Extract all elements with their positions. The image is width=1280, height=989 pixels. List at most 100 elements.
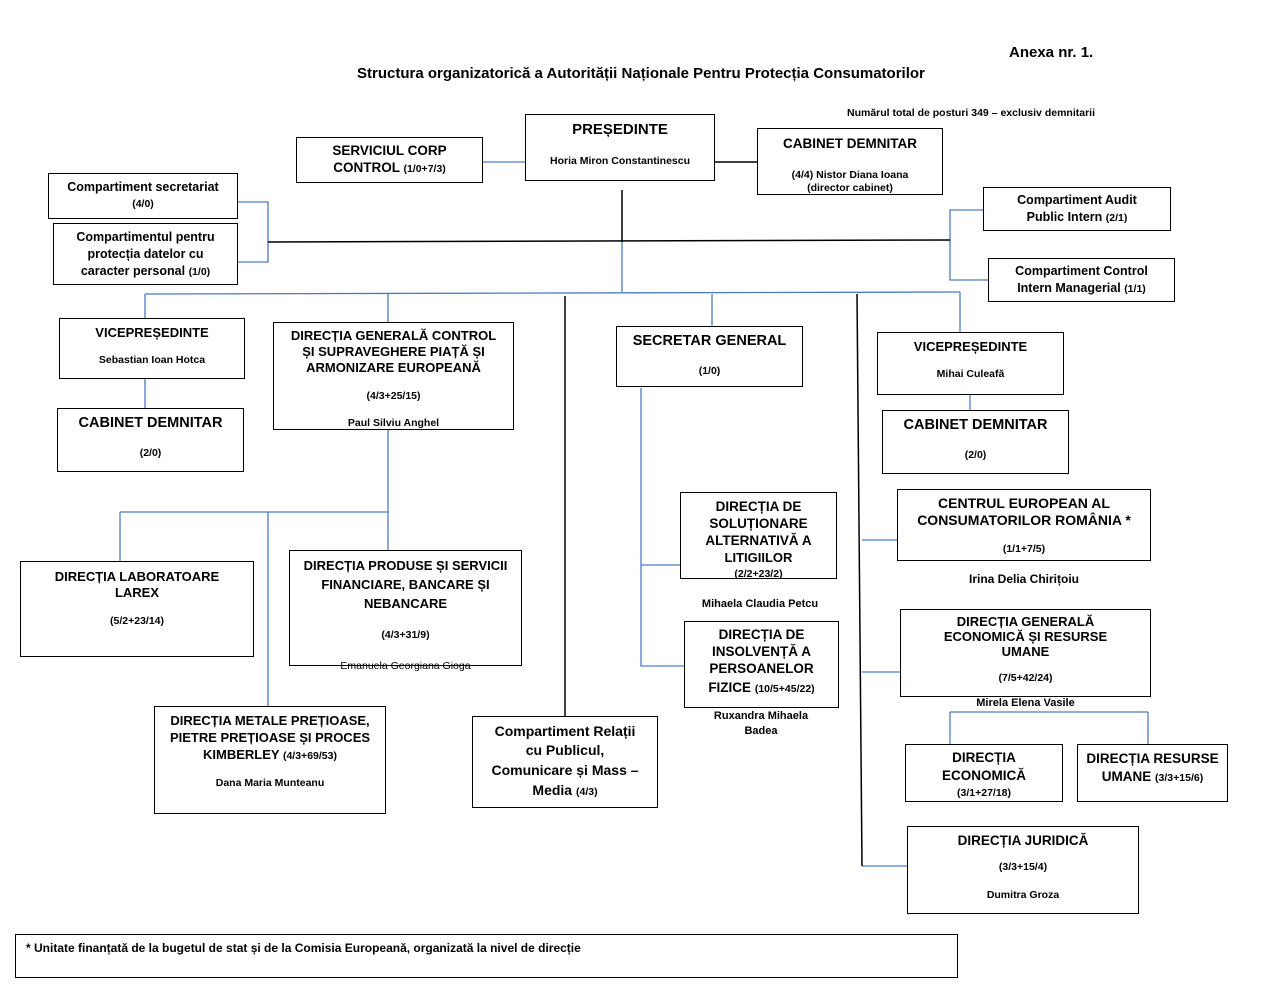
pr-line4: Media bbox=[532, 782, 573, 798]
corp-control-count: (1/0+7/3) bbox=[403, 163, 446, 175]
president-box: PREȘEDINTE Horia Miron Constantinescu bbox=[525, 114, 715, 181]
pr-line2: cu Publicul, bbox=[525, 742, 605, 758]
legal-box: DIRECȚIA JURIDICĂ (3/3+15/4) Dumitra Gro… bbox=[907, 826, 1139, 914]
adr-count: (2/2+23/2) bbox=[734, 568, 783, 580]
legal-count: (3/3+15/4) bbox=[998, 861, 1048, 873]
larex-count: (5/2+23/14) bbox=[110, 615, 164, 627]
data-protection-line2: protecția datelor cu bbox=[87, 247, 204, 261]
insolvency-line3: PERSOANELOR bbox=[709, 661, 814, 676]
dg-economic-count: (7/5+42/24) bbox=[998, 672, 1053, 684]
cabinet-vp2-title: CABINET DEMNITAR bbox=[903, 417, 1048, 433]
footnote-text: * Unitate finanțată de la bugetul de sta… bbox=[26, 941, 581, 955]
larex-line1: DIRECȚIA LABORATOARE bbox=[54, 569, 220, 584]
adr-line3: ALTERNATIVĂ A bbox=[705, 533, 812, 548]
insolvency-box: DIRECȚIA DE INSOLVENȚĂ A PERSOANELOR FIZ… bbox=[684, 621, 839, 708]
precious-metals-box: DIRECȚIA METALE PREȚIOASE, PIETRE PREȚIO… bbox=[154, 706, 386, 814]
data-protection-count: (1/0) bbox=[188, 266, 211, 278]
corp-control-line1: SERVICIUL CORP bbox=[332, 143, 447, 158]
secretary-general-count: (1/0) bbox=[698, 365, 721, 377]
financial-services-box: DIRECȚIA PRODUSE ȘI SERVICII FINANCIARE,… bbox=[289, 550, 522, 672]
public-relations-box: Compartiment Relații cu Publicul, Comuni… bbox=[472, 716, 658, 808]
economic-box: DIRECȚIA ECONOMICĂ (3/1+27/18) bbox=[905, 744, 1063, 802]
dg-control-line3: ARMONIZARE EUROPEANĂ bbox=[306, 360, 481, 375]
adr-line2: SOLUȚIONARE bbox=[709, 516, 808, 531]
cabinet-vp1-title: CABINET DEMNITAR bbox=[78, 415, 223, 431]
dg-economic-box: DIRECȚIA GENERALĂ ECONOMICĂ ȘI RESURSE U… bbox=[900, 609, 1151, 697]
audit-box: Compartiment Audit Public Intern (2/1) bbox=[983, 187, 1171, 231]
vicepresident-2-title: VICEPREȘEDINTE bbox=[913, 339, 1028, 354]
metals-line1: DIRECȚIA METALE PREȚIOASE, bbox=[170, 713, 370, 728]
corp-control-box: SERVICIUL CORP CONTROL (1/0+7/3) bbox=[296, 137, 483, 183]
total-posts-note: Numărul total de posturi 349 – exclusiv … bbox=[847, 107, 1095, 119]
financial-line2: FINANCIARE, BANCARE ȘI bbox=[321, 577, 490, 592]
economic-line1: DIRECȚIA bbox=[952, 750, 1016, 765]
adr-line4: LITIGIILOR bbox=[724, 550, 793, 565]
vicepresident-1-title: VICEPREȘEDINTE bbox=[95, 325, 209, 340]
legal-title: DIRECȚIA JURIDICĂ bbox=[957, 833, 1089, 848]
pr-line1: Compartiment Relații bbox=[494, 723, 636, 739]
ecc-count: (1/1+7/5) bbox=[1002, 543, 1046, 555]
cabinet-president-box: CABINET DEMNITAR (4/4) Nistor Diana Ioan… bbox=[757, 128, 943, 195]
legal-head: Dumitra Groza bbox=[986, 889, 1060, 901]
financial-head: Emanuela Georgiana Gioga bbox=[340, 660, 471, 672]
internal-control-box: Compartiment Control Intern Managerial (… bbox=[988, 258, 1175, 302]
cabinet-president-role: (director cabinet) bbox=[807, 182, 893, 194]
economic-line2: ECONOMICĂ bbox=[942, 768, 1026, 783]
cabinet-president-head: (4/4) Nistor Diana Ioana bbox=[791, 169, 909, 181]
dg-control-count: (4/3+25/15) bbox=[366, 390, 421, 402]
insolvency-line2: INSOLVENȚĂ A bbox=[711, 644, 811, 659]
cabinet-vp2-count: (2/0) bbox=[964, 449, 987, 461]
insolvency-line1: DIRECȚIA DE bbox=[718, 627, 805, 642]
cabinet-vp1-count: (2/0) bbox=[139, 447, 162, 459]
secretary-general-title: SECRETAR GENERAL bbox=[632, 333, 787, 349]
metals-head: Dana Maria Munteanu bbox=[215, 777, 325, 789]
pr-count: (4/3) bbox=[575, 786, 598, 798]
cabinet-president-title: CABINET DEMNITAR bbox=[783, 136, 917, 151]
dg-economic-line2: ECONOMICĂ ȘI RESURSE bbox=[943, 629, 1108, 644]
cabinet-vp1-box: CABINET DEMNITAR (2/0) bbox=[57, 408, 244, 472]
hr-line1: DIRECȚIA RESURSE bbox=[1086, 751, 1219, 766]
larex-box: DIRECȚIA LABORATOARE LAREX (5/2+23/14) bbox=[20, 561, 254, 657]
metals-line2: PIETRE PREȚIOASE ȘI PROCES bbox=[169, 730, 371, 745]
audit-line2: Public Intern bbox=[1026, 210, 1103, 224]
vicepresident-1-box: VICEPREȘEDINTE Sebastian Ioan Hotca bbox=[59, 318, 245, 379]
dg-economic-head: Mirela Elena Vasile bbox=[976, 697, 1075, 709]
dg-control-box: DIRECȚIA GENERALĂ CONTROL ȘI SUPRAVEGHER… bbox=[273, 322, 514, 430]
dg-economic-line3: UMANE bbox=[1001, 644, 1050, 659]
president-title: PREȘEDINTE bbox=[572, 121, 668, 138]
cabinet-vp2-box: CABINET DEMNITAR (2/0) bbox=[882, 410, 1069, 474]
hr-count: (3/3+15/6) bbox=[1155, 772, 1204, 784]
ecc-box: CENTRUL EUROPEAN AL CONSUMATORILOR ROMÂN… bbox=[897, 489, 1151, 561]
dg-control-line2: ȘI SUPRAVEGHERE PIAȚĂ ȘI bbox=[302, 344, 485, 359]
data-protection-line3: caracter personal bbox=[80, 264, 186, 278]
secretariat-title: Compartiment secretariat bbox=[67, 180, 219, 194]
vicepresident-1-name: Sebastian Ioan Hotca bbox=[98, 354, 206, 366]
data-protection-box: Compartimentul pentru protecția datelor … bbox=[53, 223, 238, 285]
hr-box: DIRECȚIA RESURSE UMANE (3/3+15/6) bbox=[1077, 744, 1228, 802]
insolvency-count: (10/5+45/22) bbox=[754, 683, 815, 695]
dg-control-line1: DIRECȚIA GENERALĂ CONTROL bbox=[290, 328, 497, 343]
ecc-head: Irina Delia Chirițoiu bbox=[968, 572, 1079, 586]
adr-line1: DIRECȚIA DE bbox=[715, 499, 802, 514]
internal-control-count: (1/1) bbox=[1124, 283, 1146, 295]
adr-box: DIRECȚIA DE SOLUȚIONARE ALTERNATIVĂ A LI… bbox=[680, 492, 837, 580]
insolvency-line4: FIZICE bbox=[708, 680, 752, 695]
annex-label: Anexa nr. 1. bbox=[1009, 44, 1094, 61]
financial-line3: NEBANCARE bbox=[363, 596, 448, 611]
corp-control-line2: CONTROL bbox=[333, 160, 400, 175]
dg-economic-line1: DIRECȚIA GENERALĂ bbox=[956, 614, 1095, 629]
larex-line2: LAREX bbox=[114, 585, 160, 600]
ecc-line2: CONSUMATORILOR ROMÂNIA * bbox=[917, 512, 1131, 528]
vicepresident-2-name: Mihai Culeafă bbox=[936, 368, 1005, 380]
internal-control-line1: Compartiment Control bbox=[1015, 264, 1148, 278]
president-name: Horia Miron Constantinescu bbox=[549, 155, 690, 167]
insolvency-head-line2: Badea bbox=[744, 725, 778, 737]
page-title: Structura organizatorică a Autorității N… bbox=[357, 65, 925, 82]
vicepresident-2-box: VICEPREȘEDINTE Mihai Culeafă bbox=[877, 332, 1064, 395]
dg-control-head: Paul Silviu Anghel bbox=[347, 417, 440, 429]
pr-line3: Comunicare și Mass – bbox=[491, 762, 639, 778]
economic-count: (3/1+27/18) bbox=[957, 787, 1011, 799]
financial-line1: DIRECȚIA PRODUSE ȘI SERVICII bbox=[303, 558, 508, 573]
audit-count: (2/1) bbox=[1105, 212, 1128, 224]
